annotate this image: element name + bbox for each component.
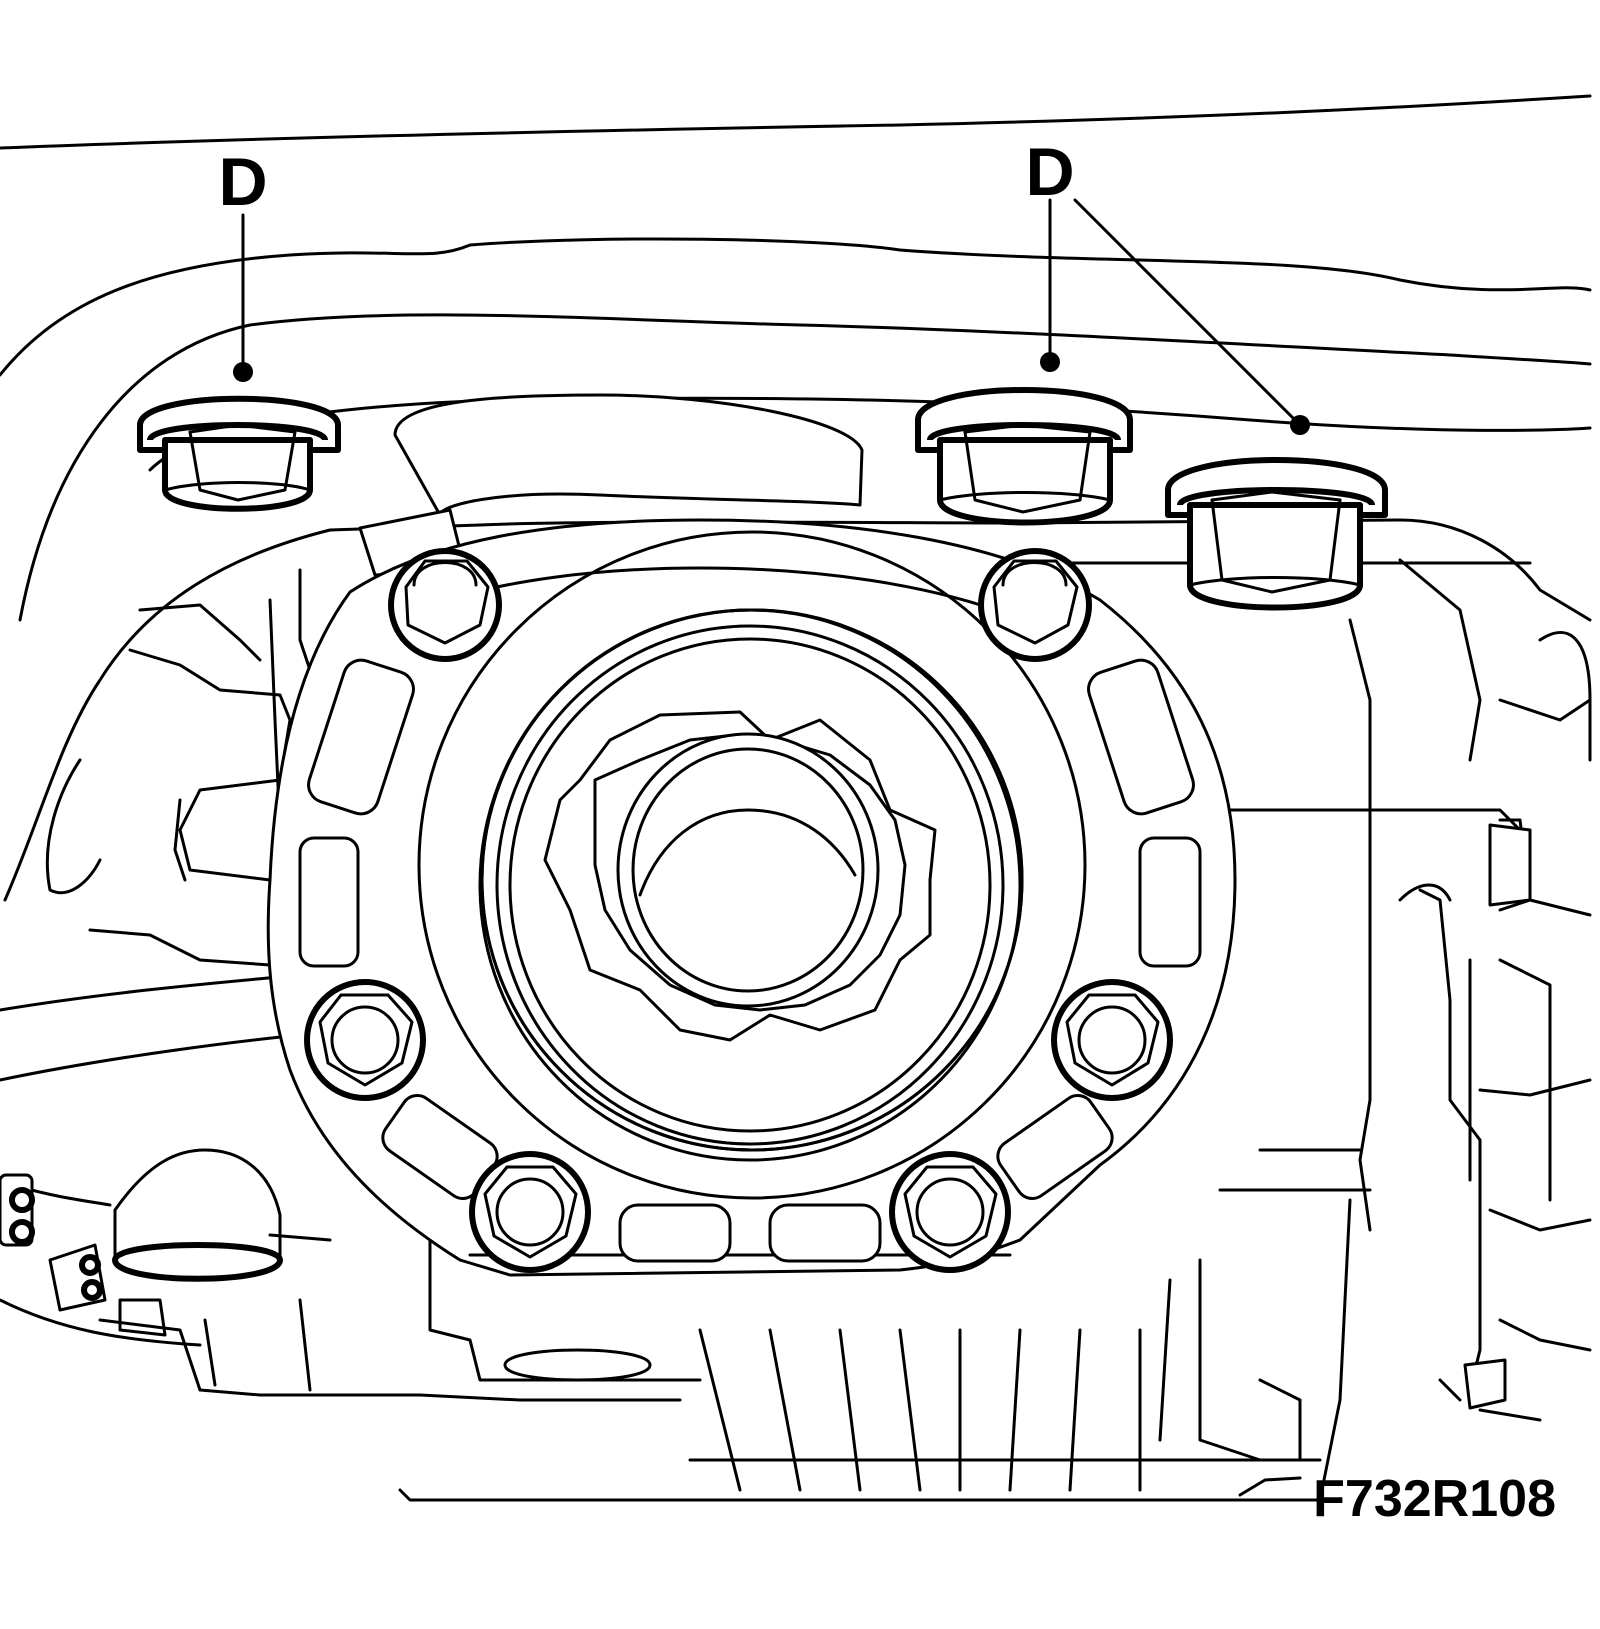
left-fittings — [0, 1148, 332, 1392]
flange-bolts — [304, 548, 1173, 1273]
hub-seal — [478, 608, 1024, 1162]
flange-bolt — [469, 1151, 591, 1273]
callout-label-d-left: D — [218, 144, 267, 220]
leader-dot — [1040, 352, 1060, 372]
flange-bolt — [304, 979, 426, 1101]
leader-dot — [233, 362, 253, 382]
flange-pockets — [298, 658, 1202, 1263]
flange-bolt — [1051, 979, 1173, 1101]
plug-left — [137, 395, 341, 512]
side-bolts — [1463, 823, 1532, 1410]
flange-bolt — [889, 1151, 1011, 1273]
lower-ribs — [98, 1198, 1462, 1502]
leader-dot — [1290, 415, 1310, 435]
flange-bolt — [978, 548, 1092, 662]
callout-label-d-right: D — [1025, 134, 1074, 210]
figure-code: F732R108 — [1313, 1470, 1556, 1528]
plug-middle — [915, 387, 1133, 526]
plug-right — [1165, 457, 1388, 611]
flange-bolt — [388, 548, 502, 662]
callout-leaders — [233, 198, 1310, 435]
